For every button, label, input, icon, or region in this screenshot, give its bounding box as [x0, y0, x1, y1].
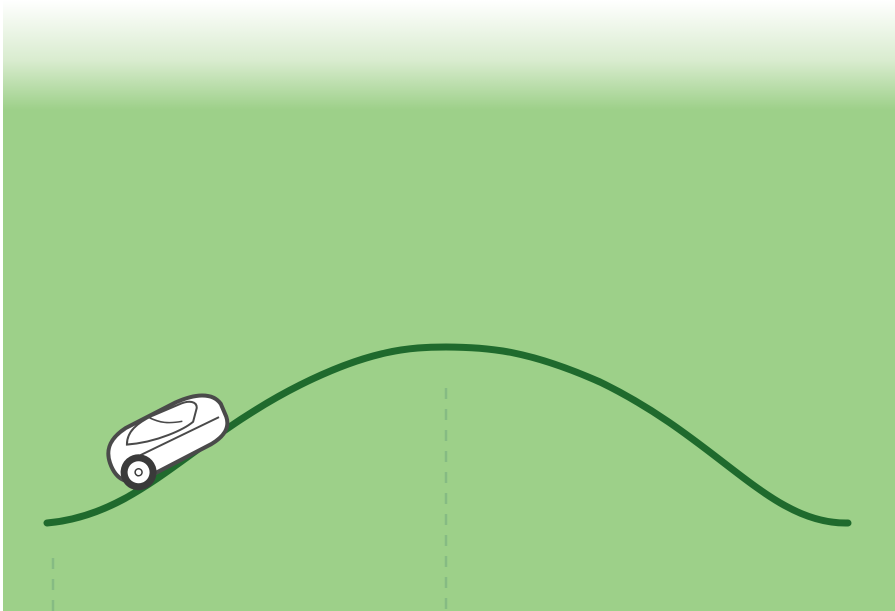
sky-fade [3, 0, 895, 110]
